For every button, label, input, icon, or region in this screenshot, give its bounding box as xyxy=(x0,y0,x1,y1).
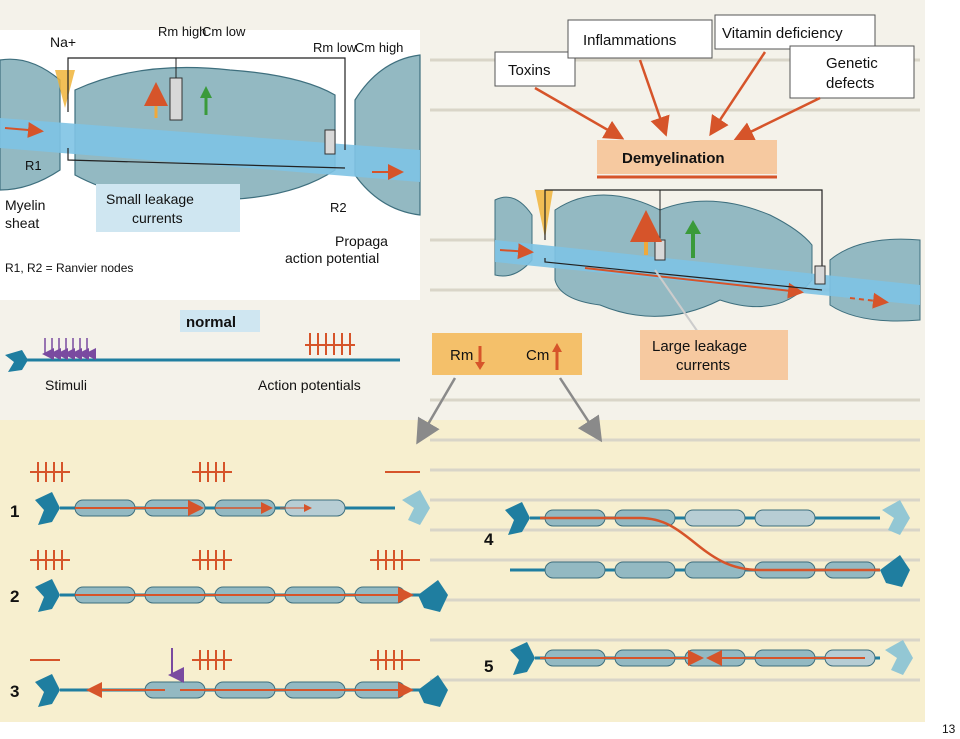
panel-number: 2 xyxy=(10,587,19,606)
inflammations-label: Inflammations xyxy=(583,32,676,49)
toxins-label: Toxins xyxy=(508,62,551,79)
gray-arrow-left xyxy=(416,377,457,445)
demyelination-box xyxy=(597,140,777,174)
panel-number: 4 xyxy=(484,530,494,549)
normal-signal-section: normal Stimuli Action potentials xyxy=(5,310,400,393)
panel-5: 5 xyxy=(484,640,913,676)
stimuli-label: Stimuli xyxy=(45,377,87,393)
propaga-label: Propaga xyxy=(335,233,388,249)
rm-low-label: Rm low xyxy=(313,40,357,55)
myelin-label: Myelin xyxy=(5,197,45,213)
cause-arrows xyxy=(534,51,821,141)
panel-number: 1 xyxy=(10,502,19,521)
rm-label: Rm xyxy=(450,347,473,364)
action-potential-spikes xyxy=(305,333,355,355)
normal-axon-section: Na+ Rm high Cm low Rm low Cm high R1 R2 … xyxy=(0,24,421,300)
panel-3: 3 xyxy=(10,648,448,707)
panel-number: 5 xyxy=(484,657,493,676)
signal-arrow xyxy=(584,267,804,299)
circuit-wire xyxy=(544,258,823,291)
normal-title-box xyxy=(180,310,260,332)
stimuli-arrows xyxy=(42,338,96,360)
sheat-label: sheat xyxy=(5,215,39,231)
cm-increase-arrow-head xyxy=(552,343,562,352)
large-leakage-arrow-green-head xyxy=(685,220,701,234)
faint-text-lines xyxy=(430,58,920,682)
action-potential-spikes xyxy=(30,550,420,570)
panel-2: 2 xyxy=(10,550,448,612)
myelin-segment xyxy=(544,561,606,579)
leakage-arrow-green-head xyxy=(200,86,212,98)
resistor-rm-high xyxy=(169,77,183,121)
circuit-wire xyxy=(67,57,346,150)
gray-arrow-right xyxy=(558,377,603,443)
myelin-segment xyxy=(684,509,746,527)
cm-high-label: Cm high xyxy=(355,40,403,55)
panel-4: 4 xyxy=(484,500,910,587)
large-leakage-box xyxy=(640,330,788,380)
target-neuron xyxy=(418,675,448,707)
neuron-body xyxy=(35,492,60,525)
defects-label: defects xyxy=(826,75,874,92)
normal-title: normal xyxy=(186,314,236,331)
causes-section: Toxins Inflammations Vitamin deficiency … xyxy=(494,14,915,179)
sodium-label: Na+ xyxy=(50,34,76,50)
crosstalk-signal-path xyxy=(540,516,880,572)
r2-label: R2 xyxy=(330,200,347,215)
small-leakage-box xyxy=(96,184,240,232)
neuron-body xyxy=(5,350,28,372)
panel-1: 1 xyxy=(10,462,430,525)
sodium-influx-glow xyxy=(55,70,75,108)
pointer-line xyxy=(654,269,701,336)
target-neuron xyxy=(880,555,910,587)
inflammations-box xyxy=(567,19,713,59)
cm-low-label: Cm low xyxy=(202,24,246,39)
target-neuron xyxy=(882,500,910,535)
panel-number: 3 xyxy=(10,682,19,701)
weakened-signal-arrow xyxy=(849,292,889,309)
page-number: 13 xyxy=(942,722,956,736)
demyelination-label: Demyelination xyxy=(622,150,725,167)
neuron-body xyxy=(35,674,60,707)
r1-label: R1 xyxy=(25,158,42,173)
ranvier-label: R1, R2 = Ranvier nodes xyxy=(5,261,133,275)
action-potential-spikes xyxy=(30,462,420,482)
vitamin-deficiency-box xyxy=(714,14,876,50)
target-neuron xyxy=(418,580,448,612)
target-neuron xyxy=(402,490,430,525)
rm-decrease-arrow-head xyxy=(475,362,485,370)
myelin-segment xyxy=(614,561,676,579)
genetic-label: Genetic xyxy=(826,55,878,72)
small-leakage-label-2: currents xyxy=(132,210,183,226)
cm-label: Cm xyxy=(526,347,549,364)
resistor-rm-low xyxy=(654,239,666,261)
action-potential-spikes xyxy=(30,650,420,670)
neuron-body xyxy=(510,642,535,675)
small-leakage-label: Small leakage xyxy=(106,191,194,207)
action-potentials-label: Action potentials xyxy=(258,377,361,393)
resistor xyxy=(814,265,826,285)
propaga-label-2: action potential xyxy=(285,250,379,266)
large-leakage-label: Large leakage xyxy=(652,338,747,355)
rm-cm-summary: Rm Cm xyxy=(416,333,603,445)
vitamin-deficiency-label: Vitamin deficiency xyxy=(722,25,843,42)
sodium-influx-glow xyxy=(535,190,553,238)
large-leakage-label-2: currents xyxy=(676,357,730,374)
rm-high-label: Rm high xyxy=(158,24,206,39)
signal-arrow xyxy=(499,243,534,260)
neuron-body xyxy=(35,579,60,612)
axon-core xyxy=(0,118,420,182)
signal-arrow xyxy=(4,122,44,138)
myelin-segment xyxy=(754,509,816,527)
target-neuron xyxy=(885,640,913,675)
demyelinated-axon-section: Large leakage currents xyxy=(494,189,921,380)
genetic-defects-box xyxy=(789,45,915,99)
circuit-wire xyxy=(67,148,346,169)
neuron-body xyxy=(505,502,530,535)
toxins-box xyxy=(494,51,576,87)
circuit-wire xyxy=(544,189,823,275)
myelin-segment xyxy=(684,561,746,579)
resistor-rm-low xyxy=(324,129,336,155)
